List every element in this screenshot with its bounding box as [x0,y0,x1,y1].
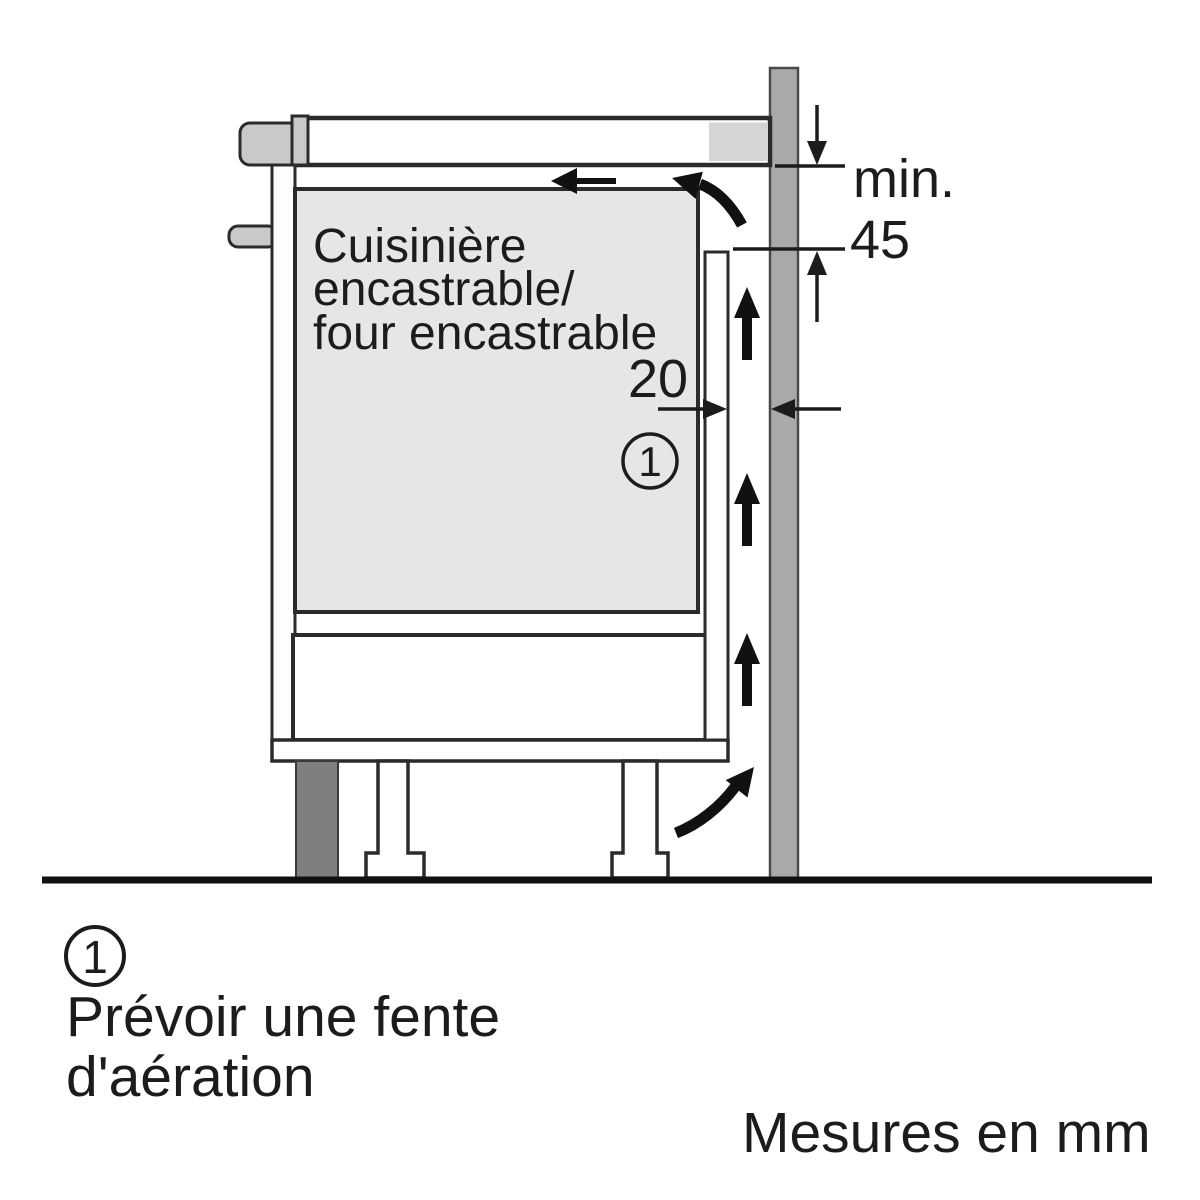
countertop-right-block [709,122,768,161]
airflow-up-arrow-icon [734,633,760,706]
oven-label-line-2: encastrable/ [313,263,575,316]
callout-1-circle [621,432,679,490]
dim-min45-down-arrowhead-icon [807,141,827,165]
plinth-panel [295,760,339,880]
airflow-curve-top-icon [697,178,747,228]
dim-gap-right-arrowhead-icon [703,399,727,419]
units-note: Mesures en mm [742,1101,1151,1165]
wall [768,66,800,882]
legend-callout-circle [64,925,126,987]
legend-callout-number: 1 [82,931,108,983]
airflow-up-arrow-icon [734,287,760,360]
dim-min-label: min. [853,149,955,209]
dim-min45-up-arrowhead-icon [807,251,827,275]
airflow-up-arrow-icon [734,473,760,546]
oven-label-line-1: Cuisinière [313,220,526,273]
cabinet-side-panel [703,250,730,742]
dim-min-value: 45 [850,210,910,270]
dim-gap-left-arrowhead-icon [771,399,795,419]
legend-text-line-1: Prévoir une fente [66,985,500,1049]
oven-door-handle [227,224,279,249]
oven-foot-left [364,759,426,880]
airflow-curve-bottom-arrowhead-icon [725,767,754,798]
countertop [293,115,773,168]
callout-1-number: 1 [638,438,661,485]
oven-label-line-3: four encastrable [313,307,657,360]
airflow-curve-top-arrowhead-icon [672,171,703,199]
hob-edge-lip [290,114,310,167]
airflow-curve-bottom-icon [673,783,740,839]
oven-foot-right [610,759,670,880]
dim-gap-value: 20 [628,349,688,409]
bottom-rail [270,738,730,763]
oven-body [293,187,700,614]
legend-text-line-2: d'aération [66,1045,315,1109]
drawer-box [291,633,708,742]
airflow-left-arrowhead-icon [551,168,577,194]
